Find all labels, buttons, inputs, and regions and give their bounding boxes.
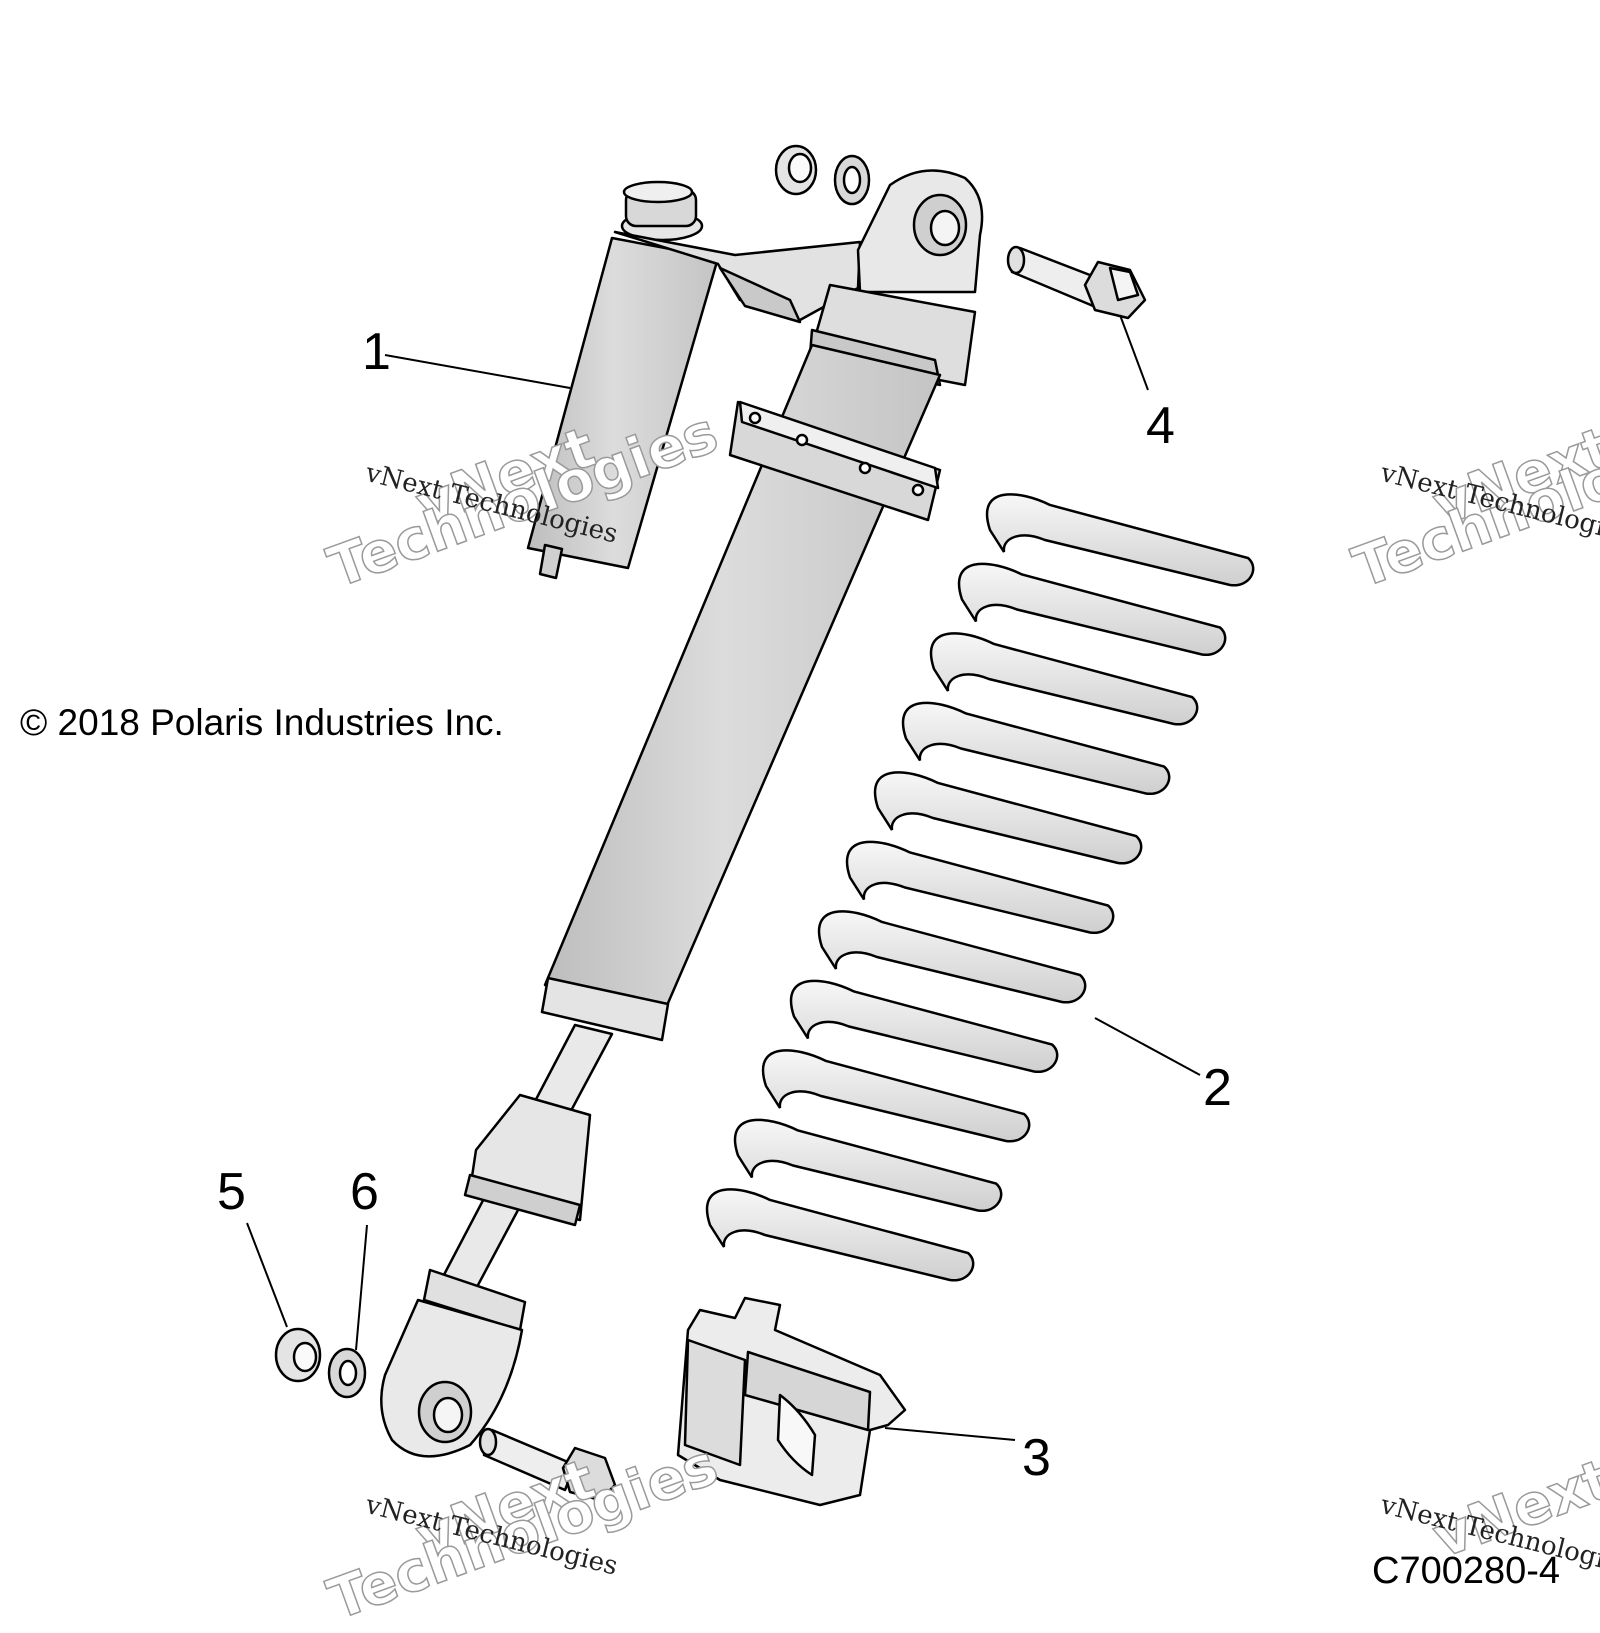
lower-bolt <box>478 1427 617 1502</box>
parts-diagram: 1 2 3 4 5 6 © 2018 Polaris Industries In… <box>20 144 1600 1633</box>
spring-coil-loop <box>873 771 1143 865</box>
spring-coil-loop <box>761 1049 1031 1143</box>
spring-coil-loop <box>957 562 1227 656</box>
callout-1: 1 <box>362 323 391 381</box>
callout-4: 4 <box>1146 397 1175 455</box>
spring-coil-loop <box>985 493 1255 587</box>
spring-coil-loop <box>705 1188 975 1282</box>
top-eyelet-mount <box>856 169 984 294</box>
upper-bolt <box>1006 245 1147 320</box>
bump-stop <box>463 1093 592 1227</box>
shock-absorber <box>380 169 984 1458</box>
spring-coil-loop <box>789 979 1059 1073</box>
diagram-canvas <box>246 144 1255 1507</box>
leader-6 <box>355 1224 368 1351</box>
leader-lines <box>246 314 1201 1441</box>
callout-5: 5 <box>217 1163 246 1221</box>
lower-eyelet <box>380 1268 527 1458</box>
reservoir-bridge <box>613 230 862 324</box>
spring-coil-loop <box>845 840 1115 934</box>
copyright-notice: © 2018 Polaris Industries Inc. <box>20 702 504 743</box>
coil-spring <box>705 493 1255 1282</box>
upper-nut-washer <box>774 144 871 206</box>
lower-nut <box>274 1327 322 1383</box>
callout-3: 3 <box>1022 1429 1051 1487</box>
callout-2: 2 <box>1203 1059 1232 1117</box>
spring-coil-loop <box>929 632 1199 726</box>
spring-coil-loop <box>733 1118 1003 1212</box>
lower-washer <box>327 1347 367 1399</box>
spring-coil-loop <box>901 701 1171 795</box>
figure-code: C700280-4 <box>1372 1550 1561 1592</box>
spring-coils <box>705 493 1255 1282</box>
preload-adjuster-ring <box>728 400 942 522</box>
leader-5 <box>246 1222 288 1328</box>
spring-coil-loop <box>817 910 1087 1004</box>
leader-1 <box>384 354 571 389</box>
spring-retainer <box>676 1296 907 1507</box>
leader-3 <box>884 1427 1016 1441</box>
leader-2 <box>1094 1017 1201 1076</box>
reservoir-canister <box>526 180 720 580</box>
leader-4 <box>1119 314 1149 391</box>
callout-6: 6 <box>350 1163 379 1221</box>
lower-body-band <box>540 976 670 1042</box>
